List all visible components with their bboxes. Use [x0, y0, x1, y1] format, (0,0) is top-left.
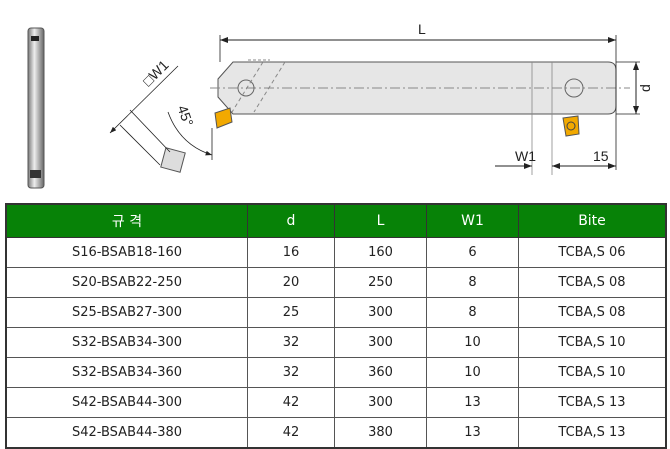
col-header-W1: W1	[426, 203, 519, 238]
cell-bite: TCBA,S 13	[518, 387, 667, 418]
dim-d-label: d	[637, 84, 653, 92]
cell-bite: TCBA,S 10	[518, 327, 667, 358]
col-header-spec: 규 격	[5, 203, 248, 238]
cell-spec: S25-BSAB27-300	[5, 297, 248, 328]
cell-d: 32	[247, 327, 335, 358]
col-header-bite: Bite	[518, 203, 667, 238]
cell-L: 300	[334, 327, 427, 358]
cell-bite: TCBA,S 13	[518, 417, 667, 449]
cell-spec: S32-BSAB34-300	[5, 327, 248, 358]
dim-L-label: L	[418, 21, 426, 37]
dim-square-W1-label: □W1	[139, 57, 171, 89]
cell-bite: TCBA,S 08	[518, 297, 667, 328]
insert-icon	[214, 107, 233, 129]
cell-L: 300	[334, 387, 427, 418]
cell-W1: 13	[426, 417, 519, 449]
cell-d: 42	[247, 417, 335, 449]
cell-spec: S32-BSAB34-360	[5, 357, 248, 388]
cell-L: 160	[334, 237, 427, 268]
cell-d: 32	[247, 357, 335, 388]
square-section-icon	[160, 147, 186, 173]
cell-L: 300	[334, 297, 427, 328]
cell-spec: S20-BSAB22-250	[5, 267, 248, 298]
tool-drawing: L d W1 15 □W1 45°	[27, 21, 653, 189]
col-header-d: d	[247, 203, 335, 238]
cell-bite: TCBA,S 06	[518, 237, 667, 268]
cell-spec: S42-BSAB44-300	[5, 387, 248, 418]
cell-L: 250	[334, 267, 427, 298]
cell-L: 380	[334, 417, 427, 449]
cell-bite: TCBA,S 10	[518, 357, 667, 388]
cell-L: 360	[334, 357, 427, 388]
cell-d: 20	[247, 267, 335, 298]
cell-d: 16	[247, 237, 335, 268]
cell-W1: 8	[426, 267, 519, 298]
cell-W1: 6	[426, 237, 519, 268]
cell-W1: 10	[426, 357, 519, 388]
dim-15-label: 15	[593, 148, 609, 164]
cell-d: 25	[247, 297, 335, 328]
boring-bar-side-view	[210, 59, 630, 175]
dim-W1-label: W1	[515, 148, 536, 164]
col-header-L: L	[334, 203, 427, 238]
table-header-row: 규 격 d L W1 Bite	[5, 203, 667, 238]
cell-W1: 10	[426, 327, 519, 358]
cell-spec: S16-BSAB18-160	[5, 237, 248, 268]
cell-d: 42	[247, 387, 335, 418]
cell-spec: S42-BSAB44-380	[5, 417, 248, 449]
cell-W1: 8	[426, 297, 519, 328]
cell-bite: TCBA,S 08	[518, 267, 667, 298]
dim-angle-label: 45°	[174, 103, 196, 128]
cell-W1: 13	[426, 387, 519, 418]
product-photo	[27, 27, 45, 189]
